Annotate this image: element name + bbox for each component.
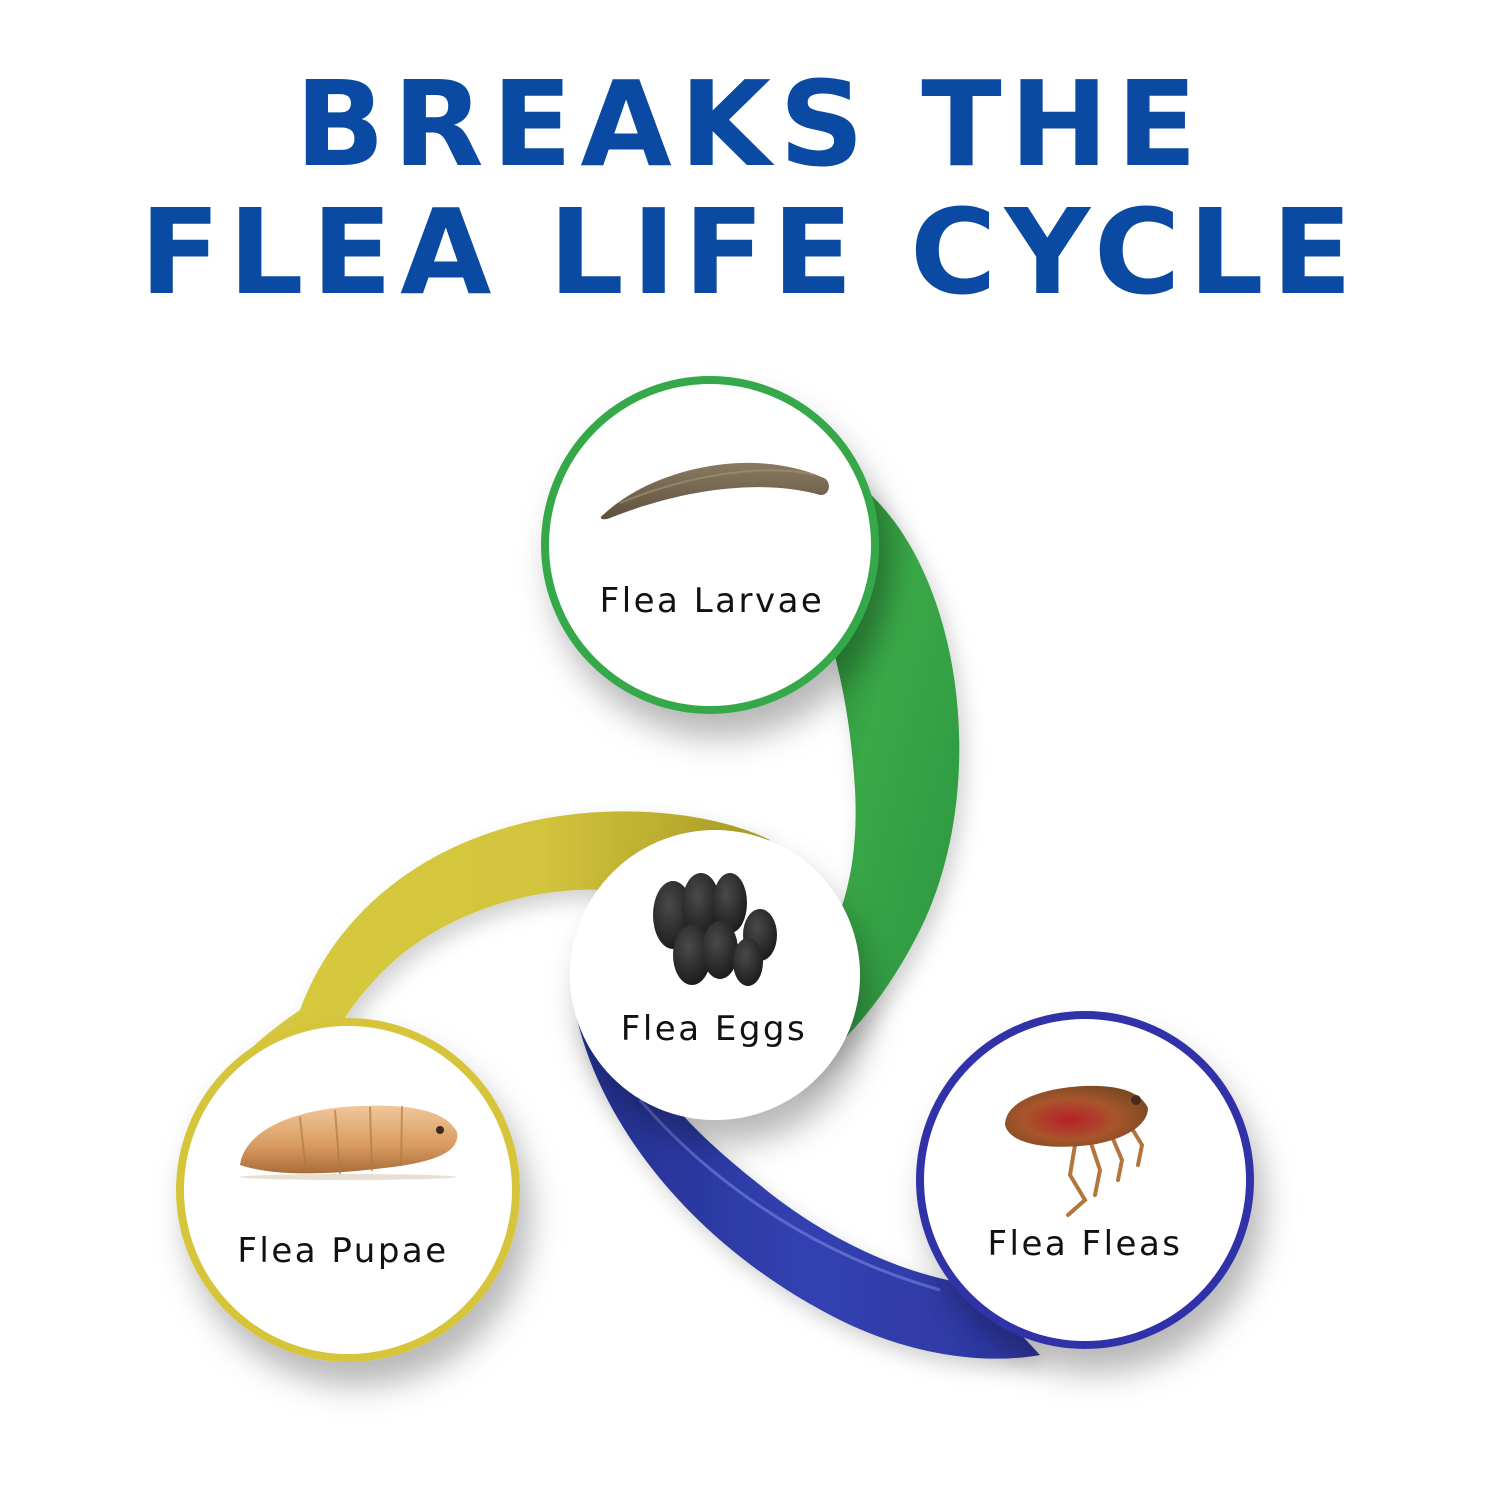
title-line-2: FLEA LIFE CYCLE (139, 183, 1361, 321)
larvae-circle (541, 376, 879, 714)
stage-pupae: Flea Pupae (176, 1018, 520, 1362)
larva-icon (600, 462, 829, 520)
eggs-label: Flea Eggs (621, 1009, 807, 1049)
stage-fleas: Flea Fleas (916, 1011, 1254, 1349)
fleas-circle (916, 1011, 1254, 1349)
pupa-icon (240, 1105, 458, 1180)
stage-eggs: Flea Eggs (570, 830, 860, 1120)
fleas-label: Flea Fleas (987, 1224, 1182, 1264)
eggs-icon (653, 873, 777, 986)
stage-larvae: Flea Larvae (541, 376, 879, 714)
larvae-label: Flea Larvae (600, 581, 825, 621)
pupae-label: Flea Pupae (237, 1231, 448, 1271)
pupae-circle (176, 1018, 520, 1362)
title-line-1: BREAKS THE (294, 55, 1206, 193)
page-title: BREAKS THE FLEA LIFE CYCLE (0, 60, 1500, 316)
flea-icon (1005, 1085, 1148, 1217)
